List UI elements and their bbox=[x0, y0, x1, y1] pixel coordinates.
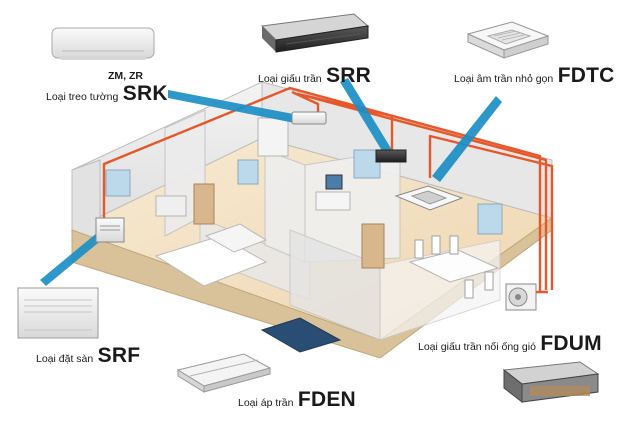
outdoor-unit bbox=[505, 283, 537, 311]
unit-pointers bbox=[40, 78, 502, 286]
label-srr-prefix: Loại giấu trần bbox=[258, 73, 322, 85]
label-fden-prefix: Loại áp trần bbox=[238, 397, 294, 409]
product-image-fdtc bbox=[466, 21, 550, 59]
label-srr-code: SRR bbox=[326, 64, 372, 87]
refrigerant-pipes bbox=[102, 86, 554, 294]
label-fdtc-code: FDTC bbox=[557, 64, 615, 87]
label-srf-prefix: Loại đặt sàn bbox=[36, 353, 94, 365]
bed-headboard bbox=[204, 223, 268, 253]
indoor-unit-fdtc-installed bbox=[394, 185, 464, 211]
product-image-srr bbox=[260, 13, 370, 53]
sofa bbox=[155, 195, 187, 217]
label-fden-code: FDEN bbox=[297, 388, 356, 411]
pipe-fdtc bbox=[428, 134, 554, 290]
label-fdum-prefix: Loại giấu trần nối ống gió bbox=[418, 341, 536, 353]
desk bbox=[315, 191, 351, 211]
label-fdtc-prefix: Loại âm trần nhỏ gọn bbox=[454, 73, 554, 85]
window-2 bbox=[237, 159, 259, 185]
srk-models-label: ZM, ZR bbox=[108, 70, 143, 82]
pointer-srr bbox=[340, 78, 392, 154]
indoor-unit-srr-installed bbox=[375, 149, 407, 163]
pointer-fdtc bbox=[432, 96, 502, 182]
indoor-unit-srk-installed bbox=[291, 111, 327, 125]
label-srk-code: SRK bbox=[122, 82, 168, 105]
product-image-srk bbox=[51, 27, 155, 60]
label-fden: Loại áp trần FDEN bbox=[238, 388, 356, 412]
wardrobe bbox=[257, 117, 289, 157]
door-2 bbox=[361, 223, 385, 269]
label-srf-code: SRF bbox=[97, 344, 141, 367]
indoor-unit-srf-installed bbox=[95, 217, 125, 243]
pointer-srf bbox=[40, 232, 104, 286]
house-floorplan bbox=[70, 81, 554, 359]
label-srk: Loại treo tường SRK bbox=[46, 82, 168, 106]
label-fdum-code: FDUM bbox=[540, 332, 602, 355]
product-image-srf bbox=[17, 287, 99, 339]
pointer-srk bbox=[168, 90, 304, 124]
pipe-srr bbox=[296, 92, 548, 290]
label-srk-prefix: Loại treo tường bbox=[46, 91, 119, 103]
product-image-fden bbox=[176, 353, 272, 393]
label-srr: Loại giấu trần SRR bbox=[258, 64, 371, 88]
label-fdum: Loại giấu trần nối ống gió FDUM bbox=[418, 332, 602, 356]
window-5 bbox=[325, 174, 343, 190]
window-4 bbox=[477, 203, 503, 235]
door-1 bbox=[193, 183, 215, 225]
dining-chairs bbox=[414, 235, 494, 299]
dining-table bbox=[408, 249, 500, 283]
pipe-srf bbox=[102, 86, 542, 292]
window-1 bbox=[105, 169, 131, 197]
product-image-fdum bbox=[502, 361, 600, 404]
label-srf: Loại đặt sàn SRF bbox=[36, 344, 140, 368]
label-fdtc: Loại âm trần nhỏ gọn FDTC bbox=[454, 64, 615, 88]
pool-well bbox=[260, 317, 342, 353]
